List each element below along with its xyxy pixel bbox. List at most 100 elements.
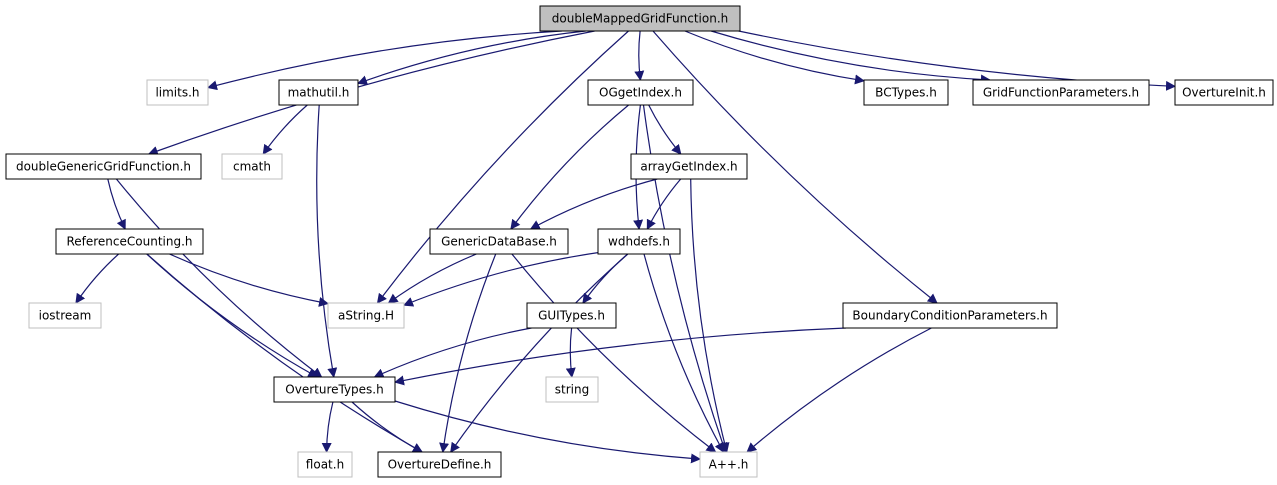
edge-line [403, 252, 599, 307]
dependency-edges [75, 30, 1176, 464]
node-genericdatabase-label: GenericDataBase.h [441, 235, 557, 249]
edge-guitypes-to-overturetypes [373, 327, 532, 378]
edge-doublemappedgridfunction-to-astring [376, 30, 629, 304]
node-overturetypes[interactable]: OvertureTypes.h [273, 376, 396, 403]
edge-line [646, 178, 682, 230]
node-cmath: cmath [221, 153, 283, 180]
node-gridfunctionparameters-label: GridFunctionParameters.h [983, 86, 1139, 100]
node-bctypes-label: BCTypes.h [875, 86, 937, 100]
edge-line [710, 30, 991, 85]
node-iostream-label: iostream [39, 309, 92, 323]
edge-doublegenericgridfunction-to-overturetypes [115, 178, 323, 378]
node-boundaryconditionparameters-label: BoundaryConditionParameters.h [852, 309, 1047, 323]
node-float-box [297, 451, 353, 478]
node-arraygetindex[interactable]: arrayGetIndex.h [630, 153, 748, 180]
edge-line [207, 30, 562, 91]
edge-doublemappedgridfunction-to-mathutil [357, 30, 586, 86]
node-astring-box [327, 302, 405, 329]
node-string: string [545, 376, 599, 403]
node-boundaryconditionparameters-box [842, 302, 1058, 329]
edge-line [634, 30, 645, 81]
edge-line [648, 104, 682, 155]
node-overturetypes-box [273, 376, 396, 403]
edge-line [115, 178, 323, 378]
node-limits: limits.h [146, 79, 209, 106]
edge-mathutil-to-cmath [262, 104, 308, 155]
edge-line [75, 253, 120, 304]
edge-line [351, 401, 423, 453]
node-gridfunctionparameters-box [972, 79, 1150, 106]
edge-referencecounting-to-overturetypes [146, 253, 319, 378]
edge-oggetindex-to-arraygetindex [648, 104, 682, 155]
edge-genericdatabase-to-astring [387, 253, 477, 304]
edge-line [529, 178, 658, 230]
node-genericdatabase[interactable]: GenericDataBase.h [429, 228, 569, 255]
node-guitypes-label: GUITypes.h [538, 309, 605, 323]
node-wdhdefs-box [597, 228, 681, 255]
node-overturedefine-box [377, 451, 502, 478]
node-mathutil[interactable]: mathutil.h [278, 79, 359, 106]
node-boundaryconditionparameters[interactable]: BoundaryConditionParameters.h [842, 302, 1058, 329]
node-iostream-box [28, 302, 102, 329]
edge-doublemappedgridfunction-to-limits [207, 30, 562, 91]
node-wdhdefs-label: wdhdefs.h [608, 235, 670, 249]
node-overturedefine-label: OvertureDefine.h [388, 458, 492, 472]
node-doublemappedgridfunction[interactable]: doubleMappedGridFunction.h [539, 5, 741, 32]
node-float-label: float.h [306, 458, 344, 472]
node-overturetypes-label: OvertureTypes.h [285, 383, 383, 397]
edge-line [147, 30, 595, 156]
node-genericdatabase-box [429, 228, 569, 255]
edge-arraygetindex-to-aplusplus [690, 178, 730, 453]
node-gridfunctionparameters[interactable]: GridFunctionParameters.h [972, 79, 1150, 106]
node-string-label: string [555, 383, 589, 397]
edge-oggetindex-to-aplusplus [642, 104, 728, 453]
edge-line [450, 253, 629, 453]
edge-line [394, 327, 847, 386]
node-mathutil-label: mathutil.h [288, 86, 350, 100]
node-overtureinit[interactable]: OvertureInit.h [1174, 79, 1274, 106]
node-wdhdefs[interactable]: wdhdefs.h [597, 228, 681, 255]
edge-line [146, 253, 423, 453]
edge-line [510, 104, 629, 230]
edge-line [316, 104, 338, 378]
node-iostream: iostream [28, 302, 102, 329]
node-astring: aString.H [327, 302, 405, 329]
edge-overturetypes-to-aplusplus [394, 400, 701, 464]
edge-line [439, 253, 497, 453]
edge-doublemappedgridfunction-to-bctypes [684, 30, 865, 85]
node-bctypes[interactable]: BCTypes.h [863, 79, 949, 106]
edge-line [394, 400, 701, 464]
node-bctypes-box [863, 79, 949, 106]
node-astring-label: aString.H [338, 309, 394, 323]
node-referencecounting[interactable]: ReferenceCounting.h [55, 228, 204, 255]
node-guitypes[interactable]: GUITypes.h [526, 302, 617, 329]
edge-line [146, 253, 319, 378]
node-doublemappedgridfunction-box [539, 5, 741, 32]
edge-line [642, 104, 728, 453]
node-arraygetindex-label: arrayGetIndex.h [640, 160, 737, 174]
node-string-box [545, 376, 599, 403]
node-oggetindex[interactable]: OGgetIndex.h [587, 79, 694, 106]
edge-line [652, 30, 938, 304]
edge-wdhdefs-to-astring [403, 252, 599, 307]
edge-doublemappedgridfunction-to-doublegenericgridfunction [147, 30, 595, 156]
edge-mathutil-to-overturetypes [316, 104, 338, 378]
edge-line [643, 253, 725, 453]
node-float: float.h [297, 451, 353, 478]
edge-line [357, 30, 586, 86]
node-overturedefine[interactable]: OvertureDefine.h [377, 451, 502, 478]
node-mathutil-box [278, 79, 359, 106]
edge-boundaryconditionparameters-to-overturetypes [394, 327, 847, 386]
node-aplusplus-box [699, 451, 758, 478]
edge-line [262, 104, 308, 155]
node-doublegenericgridfunction[interactable]: doubleGenericGridFunction.h [5, 153, 202, 180]
node-limits-label: limits.h [155, 86, 199, 100]
node-referencecounting-box [55, 228, 204, 255]
edge-line [107, 178, 126, 230]
node-doublegenericgridfunction-label: doubleGenericGridFunction.h [16, 160, 191, 174]
node-limits-box [146, 79, 209, 106]
node-overtureinit-label: OvertureInit.h [1182, 86, 1266, 100]
node-overtureinit-box [1174, 79, 1274, 106]
edge-wdhdefs-to-guitypes [582, 253, 628, 304]
